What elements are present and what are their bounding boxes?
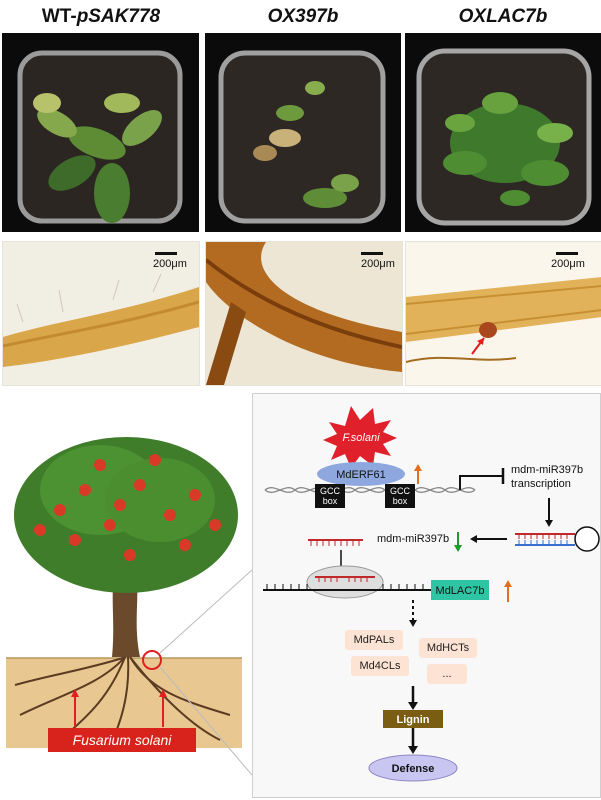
micro-oxlac7b-root — [406, 277, 601, 363]
plant-photo-wt-art — [17, 50, 183, 224]
scale-bar-ox397b — [361, 252, 383, 255]
gcc-box-right — [385, 484, 415, 508]
lac7b-label: MdLAC7b — [436, 585, 485, 597]
micro-wt: 200μm — [2, 241, 200, 386]
label-oxlac7b-text: OXLAC7b — [458, 6, 548, 27]
lignin-box — [383, 710, 443, 728]
micro-ox397b-root — [206, 242, 402, 385]
pathogen-label-box — [48, 728, 196, 752]
gcc-box-left — [315, 484, 345, 508]
scale-text-ox397b: 200μm — [361, 258, 395, 270]
micro-oxlac7b: 200μm — [405, 241, 601, 386]
defense-cloud — [368, 754, 458, 782]
mirna-hairpin — [515, 526, 600, 552]
label-wt-italic: pSAK778 — [76, 6, 161, 27]
plant-photo-ox397b-art — [218, 50, 386, 224]
defense-label: Defense — [392, 763, 435, 775]
transcription-label-line2: transcription — [511, 478, 571, 490]
scale-text-wt: 200μm — [153, 258, 187, 270]
dna-helix — [264, 487, 476, 493]
pathogen-arrows — [74, 695, 164, 727]
label-wt-psak778: WT-pSAK778 — [2, 6, 200, 28]
micro-wt-root — [3, 273, 199, 367]
infection-site-circle — [142, 650, 162, 670]
plant-photo-oxlac7b-art — [416, 48, 592, 226]
plant-photo-oxlac7b — [405, 33, 601, 232]
erf61-label: MdERF61 — [336, 469, 386, 481]
erf61-oval — [317, 462, 405, 486]
apples — [34, 454, 221, 561]
label-oxlac7b: OXLAC7b — [405, 6, 601, 28]
svg-text:GCC: GCC — [320, 486, 341, 496]
mechanism-diagram: F.solani MdERF61 GCC box GCC box — [252, 393, 601, 798]
svg-text:GCC: GCC — [390, 486, 411, 496]
pathogen-label: Fusarium solani — [73, 732, 173, 748]
lac7b-box — [431, 580, 489, 600]
label-wt-prefix: WT- — [41, 6, 77, 27]
diagram-svg: F.solani MdERF61 GCC box GCC box — [263, 406, 600, 782]
apple-tree-illustration: Fusarium solani — [6, 437, 252, 776]
label-ox397b: OX397b — [205, 6, 401, 28]
label-ox397b-text: OX397b — [267, 6, 339, 27]
pathogen-burst — [323, 406, 397, 468]
lignin-label: Lignin — [397, 714, 430, 726]
micro-ox397b: 200μm — [205, 241, 403, 386]
transcription-inhibition — [459, 475, 503, 490]
svg-text:box: box — [323, 496, 338, 506]
enzyme-md4cls: Md4CLs — [351, 656, 409, 676]
enzyme-more: ... — [427, 664, 467, 684]
mature-mirna-label: mdm-miR397b — [377, 533, 450, 545]
enzyme-mdpals: MdPALs — [345, 630, 403, 650]
pathogen-burst-label: F.solani — [342, 432, 380, 444]
scale-text-oxlac7b: 200μm — [551, 258, 585, 270]
transcription-label-line1: mdm-miR397b — [511, 464, 584, 476]
scale-bar-wt — [155, 252, 177, 255]
zoom-line-top — [159, 569, 252, 654]
target-cleavage-ellipse — [306, 565, 384, 599]
mature-mirna — [308, 539, 363, 546]
target-mrna — [263, 584, 433, 591]
svg-text:box: box — [393, 496, 408, 506]
enzyme-mdhcts: MdHCTs — [419, 638, 477, 658]
scale-bar-oxlac7b — [556, 252, 578, 255]
zoom-line-bottom — [159, 666, 252, 776]
plant-photo-ox397b — [205, 33, 401, 232]
plant-photo-wt — [2, 33, 199, 232]
